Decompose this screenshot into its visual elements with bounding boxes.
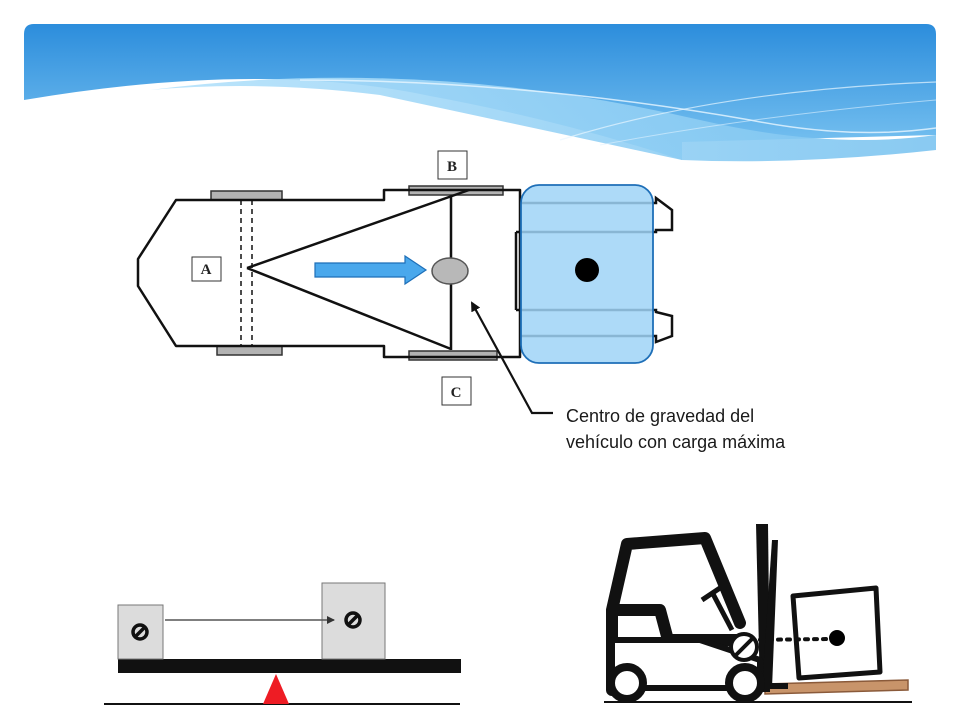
caption-leader-arrow <box>471 301 553 415</box>
forklift-fork <box>762 540 778 688</box>
fork-tine <box>766 683 788 689</box>
triangle-line-ac <box>246 266 452 351</box>
svg-text:C: C <box>451 385 462 401</box>
load-center-dot <box>575 258 599 282</box>
triangle-line-ab <box>246 188 470 270</box>
point-a-label: A <box>191 256 222 282</box>
front-wheel <box>725 663 765 703</box>
seesaw-beam <box>118 659 461 673</box>
chassis-outline <box>136 188 522 359</box>
point-c-label: C <box>441 376 472 406</box>
fork-lower <box>516 308 674 344</box>
rear-wheel-top <box>210 190 283 201</box>
steering-wheel-bar <box>700 585 722 603</box>
load-gravity-dot <box>829 630 845 646</box>
fulcrum-triangle <box>263 674 289 704</box>
gravity-dotted-line <box>740 637 832 642</box>
vehicle-top-view: A B C Centro de gravedad del vehículo co… <box>136 150 786 452</box>
forklift-prohibited-icon <box>729 632 759 662</box>
forklift-illustration <box>604 524 912 703</box>
svg-text:B: B <box>447 159 457 175</box>
rear-wheel <box>607 663 647 703</box>
point-b-label: B <box>437 150 468 180</box>
header-banner <box>24 24 937 162</box>
center-of-gravity-marker <box>431 257 469 285</box>
rear-wheel-bottom <box>216 345 283 356</box>
front-wheel-bottom <box>408 350 498 361</box>
fork-upper <box>516 195 674 234</box>
seesaw-illustration <box>104 582 461 705</box>
caption-line-1: Centro de gravedad del <box>566 406 754 426</box>
prohibited-icon-left <box>131 623 149 641</box>
direction-arrow-icon <box>314 254 428 286</box>
caption-line-2: vehículo con carga máxima <box>566 432 786 452</box>
svg-text:A: A <box>201 262 212 278</box>
steering-column <box>709 590 735 632</box>
prohibited-icon-right <box>344 611 362 629</box>
